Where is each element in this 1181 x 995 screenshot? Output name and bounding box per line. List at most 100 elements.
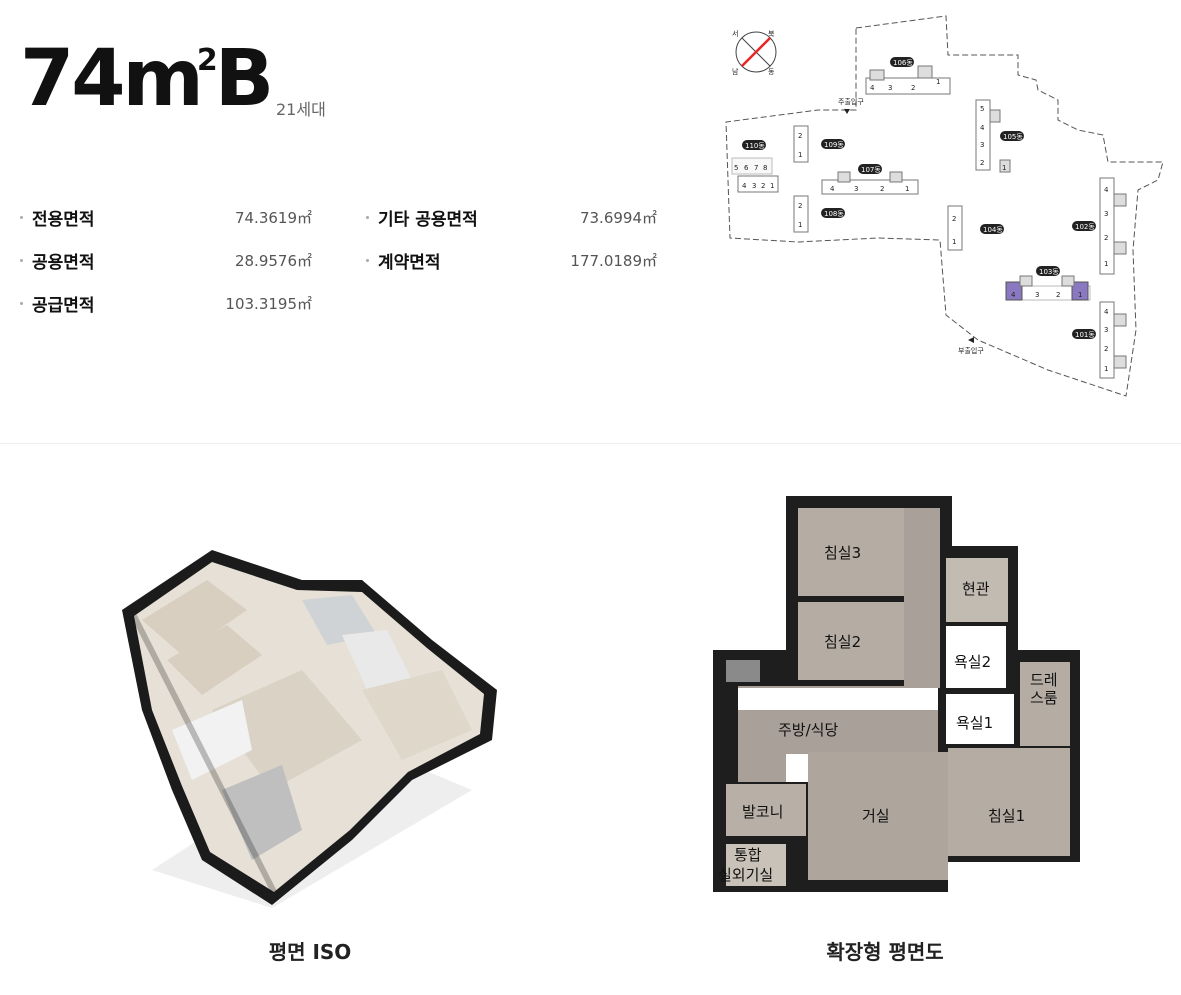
label-balcony: 발코니 <box>742 803 783 821</box>
svg-text:110동: 110동 <box>745 142 765 150</box>
svg-text:4: 4 <box>1104 186 1109 194</box>
site-boundary <box>725 15 1164 397</box>
bullet-dot <box>20 259 23 262</box>
label-utility-line2: 실외기실 <box>718 866 773 884</box>
svg-text:101동: 101동 <box>1075 331 1095 339</box>
svg-text:109동: 109동 <box>824 141 844 149</box>
svg-text:2: 2 <box>1104 345 1108 353</box>
main-entrance-arrow-icon <box>844 109 850 114</box>
svg-text:1: 1 <box>905 185 909 193</box>
svg-text:3: 3 <box>854 185 858 193</box>
building-102: 4 3 2 1 102동 <box>1072 177 1127 275</box>
spec-value: 28.9576㎡ <box>234 252 312 270</box>
building-106: 106동 4 3 2 1 <box>865 57 951 95</box>
svg-text:2: 2 <box>1104 234 1108 242</box>
svg-text:108동: 108동 <box>824 210 844 218</box>
spec-value: 73.6994㎡ <box>579 209 657 227</box>
unit-area: 74 <box>20 34 126 124</box>
room-bedroom2 <box>798 602 904 680</box>
iso-floor-plan-image <box>122 550 497 908</box>
building-108: 2 1 108동 <box>793 195 845 233</box>
room-bedroom3 <box>798 508 904 596</box>
svg-text:2: 2 <box>798 132 802 140</box>
svg-text:3: 3 <box>1035 291 1039 299</box>
svg-text:4: 4 <box>1104 308 1109 316</box>
svg-text:104동: 104동 <box>983 226 1003 234</box>
svg-text:1: 1 <box>798 221 802 229</box>
label-dress-line1: 드레 <box>1030 671 1058 689</box>
unit-suffix: B <box>214 34 274 124</box>
main-entrance-label: 주출입구 <box>838 97 864 106</box>
spec-label: 공용면적 <box>32 253 95 273</box>
spec-label: 공급면적 <box>32 296 95 316</box>
section-divider <box>0 443 1181 444</box>
svg-text:106동: 106동 <box>893 59 913 67</box>
svg-text:4: 4 <box>830 185 835 193</box>
households-count: 21세대 <box>276 100 326 119</box>
compass-north: 북 <box>768 30 775 38</box>
label-living: 거실 <box>862 807 890 825</box>
room-balcony <box>726 784 806 836</box>
site-plan-map: 서 북 남 동 주출입구 부출입구 106동 4 3 2 1 5 4 3 2 1… <box>725 15 1164 397</box>
sub-entrance-arrow-icon <box>968 337 974 343</box>
svg-text:5: 5 <box>734 164 738 172</box>
sub-entrance-label: 부출입구 <box>958 346 984 355</box>
svg-text:1: 1 <box>1104 365 1108 373</box>
svg-text:3: 3 <box>888 84 892 92</box>
svg-text:1: 1 <box>952 238 956 246</box>
room-bath1 <box>946 694 1014 744</box>
svg-text:1: 1 <box>1104 260 1108 268</box>
bullet-dot <box>20 216 23 219</box>
room-dressroom <box>1020 662 1070 746</box>
spec-value: 74.3619㎡ <box>234 209 312 227</box>
compass-icon: 서 북 남 동 <box>732 29 777 76</box>
spec-value: 177.0189㎡ <box>570 252 657 270</box>
svg-text:2: 2 <box>911 84 915 92</box>
svg-text:7: 7 <box>754 164 758 172</box>
label-utility-line1: 통합 <box>734 846 762 864</box>
room-living <box>808 752 948 880</box>
unit-superscript: 2 <box>196 43 218 78</box>
building-110: 110동 5 6 7 8 4 3 2 1 <box>731 140 779 193</box>
spec-contract-area: 계약면적 177.0189㎡ <box>366 248 657 273</box>
spec-common-area: 공용면적 28.9576㎡ <box>20 248 312 273</box>
building-101: 4 3 2 1 101동 <box>1072 301 1127 379</box>
room-bath2 <box>946 626 1006 688</box>
svg-text:1: 1 <box>798 151 802 159</box>
building-109: 2 1 109동 <box>793 125 845 163</box>
svg-text:107동: 107동 <box>861 166 881 174</box>
svg-text:3: 3 <box>980 141 984 149</box>
unit-type-title: 74m2B <box>20 40 274 118</box>
spec-label: 기타 공용면적 <box>378 210 478 230</box>
svg-text:102동: 102동 <box>1075 223 1095 231</box>
expanded-floor-plan-image: 침실3 침실2 현관 욕실2 드레 스룸 욕실1 주방/식당 거실 침실1 발코… <box>713 496 1080 892</box>
svg-text:2: 2 <box>980 159 984 167</box>
svg-text:8: 8 <box>763 164 767 172</box>
building-107: 107동 4 3 2 1 <box>821 164 919 195</box>
svg-text:2: 2 <box>952 215 956 223</box>
building-104: 2 1 104동 <box>947 205 1004 251</box>
bullet-dot <box>366 259 369 262</box>
caption-iso: 평면 ISO <box>268 940 352 964</box>
compass-south: 남 <box>732 67 739 76</box>
label-bedroom2: 침실2 <box>824 633 861 651</box>
bullet-dot <box>366 216 369 219</box>
room-utility <box>726 844 786 886</box>
svg-text:1: 1 <box>770 182 774 190</box>
label-dress-line2: 스룸 <box>1030 689 1058 707</box>
spec-exclusive-area: 전용면적 74.3619㎡ <box>20 205 312 230</box>
spec-other-common-area: 기타 공용면적 73.6994㎡ <box>366 205 657 230</box>
building-105: 5 4 3 2 1 105동 <box>975 99 1024 173</box>
svg-text:3: 3 <box>1104 210 1108 218</box>
label-kitchen: 주방/식당 <box>778 721 838 739</box>
svg-text:5: 5 <box>980 105 984 113</box>
svg-text:3: 3 <box>1104 326 1108 334</box>
svg-text:2: 2 <box>798 202 802 210</box>
highlight-unit-1 <box>1071 281 1089 301</box>
spec-label: 계약면적 <box>378 253 441 273</box>
svg-text:2: 2 <box>880 185 884 193</box>
label-bath2: 욕실2 <box>954 653 991 671</box>
label-bedroom1: 침실1 <box>988 807 1025 825</box>
compass-west: 서 <box>732 29 738 38</box>
unit-mark: m <box>122 34 204 124</box>
